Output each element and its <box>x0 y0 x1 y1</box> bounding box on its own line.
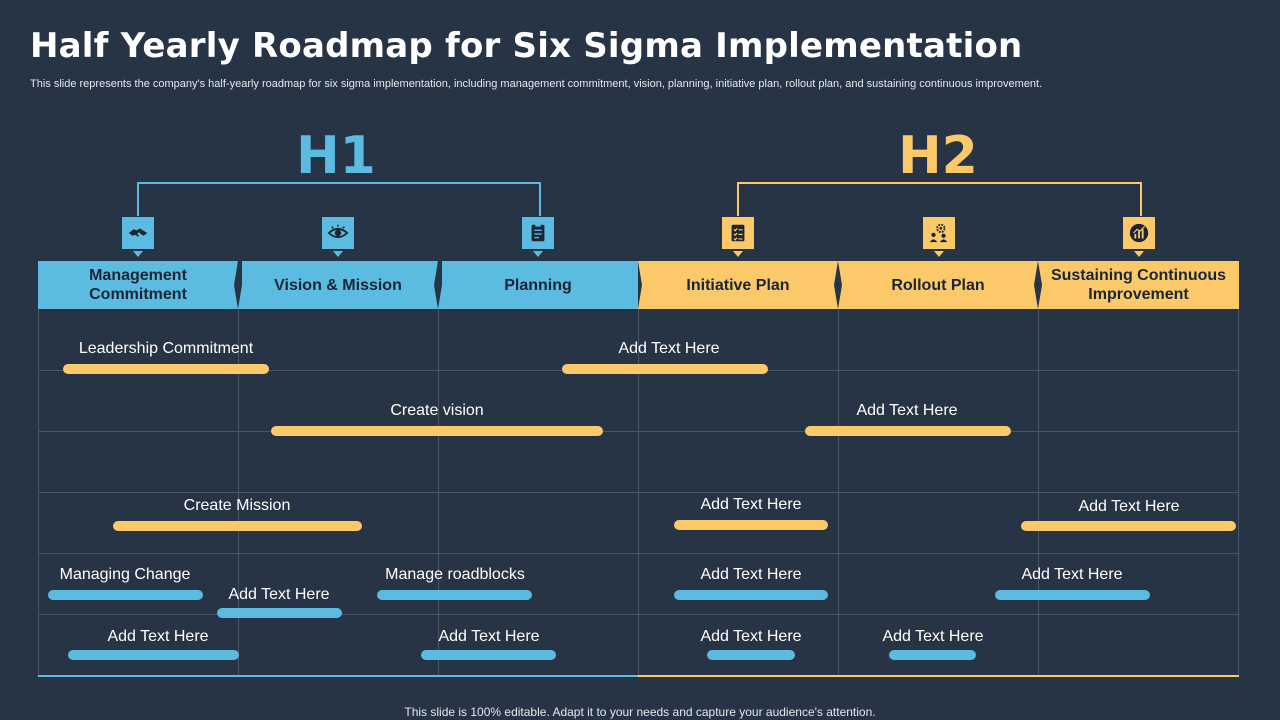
grid-column-divider <box>1238 309 1239 676</box>
column-header-initiative-plan: Initiative Plan <box>638 261 838 309</box>
people-gear-icon <box>923 217 955 257</box>
task-label: Add Text Here <box>1078 498 1180 515</box>
clipboard-icon <box>522 217 554 257</box>
growth-chart-icon <box>1123 217 1155 257</box>
grid-column-divider <box>638 309 639 676</box>
phase-h1-bracket <box>137 182 541 216</box>
task-bar <box>48 590 203 600</box>
task-label: Create vision <box>390 402 484 419</box>
column-header-sustaining-improvement: Sustaining Continuous Improvement <box>1038 261 1239 309</box>
column-header-rollout-plan: Rollout Plan <box>838 261 1038 309</box>
task-bar <box>377 590 532 600</box>
column-header-management-commitment: Management Commitment <box>38 261 238 309</box>
grid-column-divider <box>438 309 439 676</box>
task-label: Add Text Here <box>107 628 209 645</box>
task-bar <box>562 364 768 374</box>
task-bar <box>707 650 795 660</box>
task-label: Add Text Here <box>882 628 984 645</box>
task-label: Add Text Here <box>618 340 720 357</box>
handshake-icon <box>122 217 154 257</box>
slide-footer: This slide is 100% editable. Adapt it to… <box>404 705 876 719</box>
task-bar <box>1021 521 1236 531</box>
task-label: Add Text Here <box>700 496 802 513</box>
task-label: Add Text Here <box>438 628 540 645</box>
task-bar <box>995 590 1150 600</box>
task-bar <box>113 521 362 531</box>
task-label: Add Text Here <box>700 628 802 645</box>
grid-column-divider <box>238 309 239 676</box>
grid-column-divider <box>838 309 839 676</box>
h2-baseline <box>638 675 1239 677</box>
phase-h2-label: H2 <box>898 126 978 186</box>
task-bar <box>217 608 342 618</box>
task-bar <box>63 364 269 374</box>
task-label: Add Text Here <box>1021 566 1123 583</box>
phase-h1-label: H1 <box>296 126 376 186</box>
task-label: Add Text Here <box>228 586 330 603</box>
task-label: Leadership Commitment <box>78 340 254 357</box>
task-bar <box>805 426 1011 436</box>
task-label: Managing Change <box>59 566 191 583</box>
grid-column-divider <box>1038 309 1039 676</box>
task-bar <box>889 650 976 660</box>
task-bar <box>421 650 556 660</box>
task-label: Add Text Here <box>700 566 802 583</box>
grid-column-divider <box>38 309 39 676</box>
task-bar <box>674 520 828 530</box>
checklist-icon <box>722 217 754 257</box>
slide-subtitle: This slide represents the company's half… <box>30 78 1043 90</box>
column-header-vision-mission: Vision & Mission <box>238 261 438 309</box>
column-header-planning: Planning <box>438 261 638 309</box>
h1-baseline <box>38 675 638 677</box>
task-label: Manage roadblocks <box>385 566 525 583</box>
phase-h2-bracket <box>737 182 1142 216</box>
eye-icon <box>322 217 354 257</box>
task-label: Create Mission <box>183 497 291 514</box>
task-bar <box>674 590 828 600</box>
task-bar <box>271 426 603 436</box>
task-bar <box>68 650 239 660</box>
slide-title: Half Yearly Roadmap for Six Sigma Implem… <box>30 26 1023 66</box>
task-label: Add Text Here <box>856 402 958 419</box>
